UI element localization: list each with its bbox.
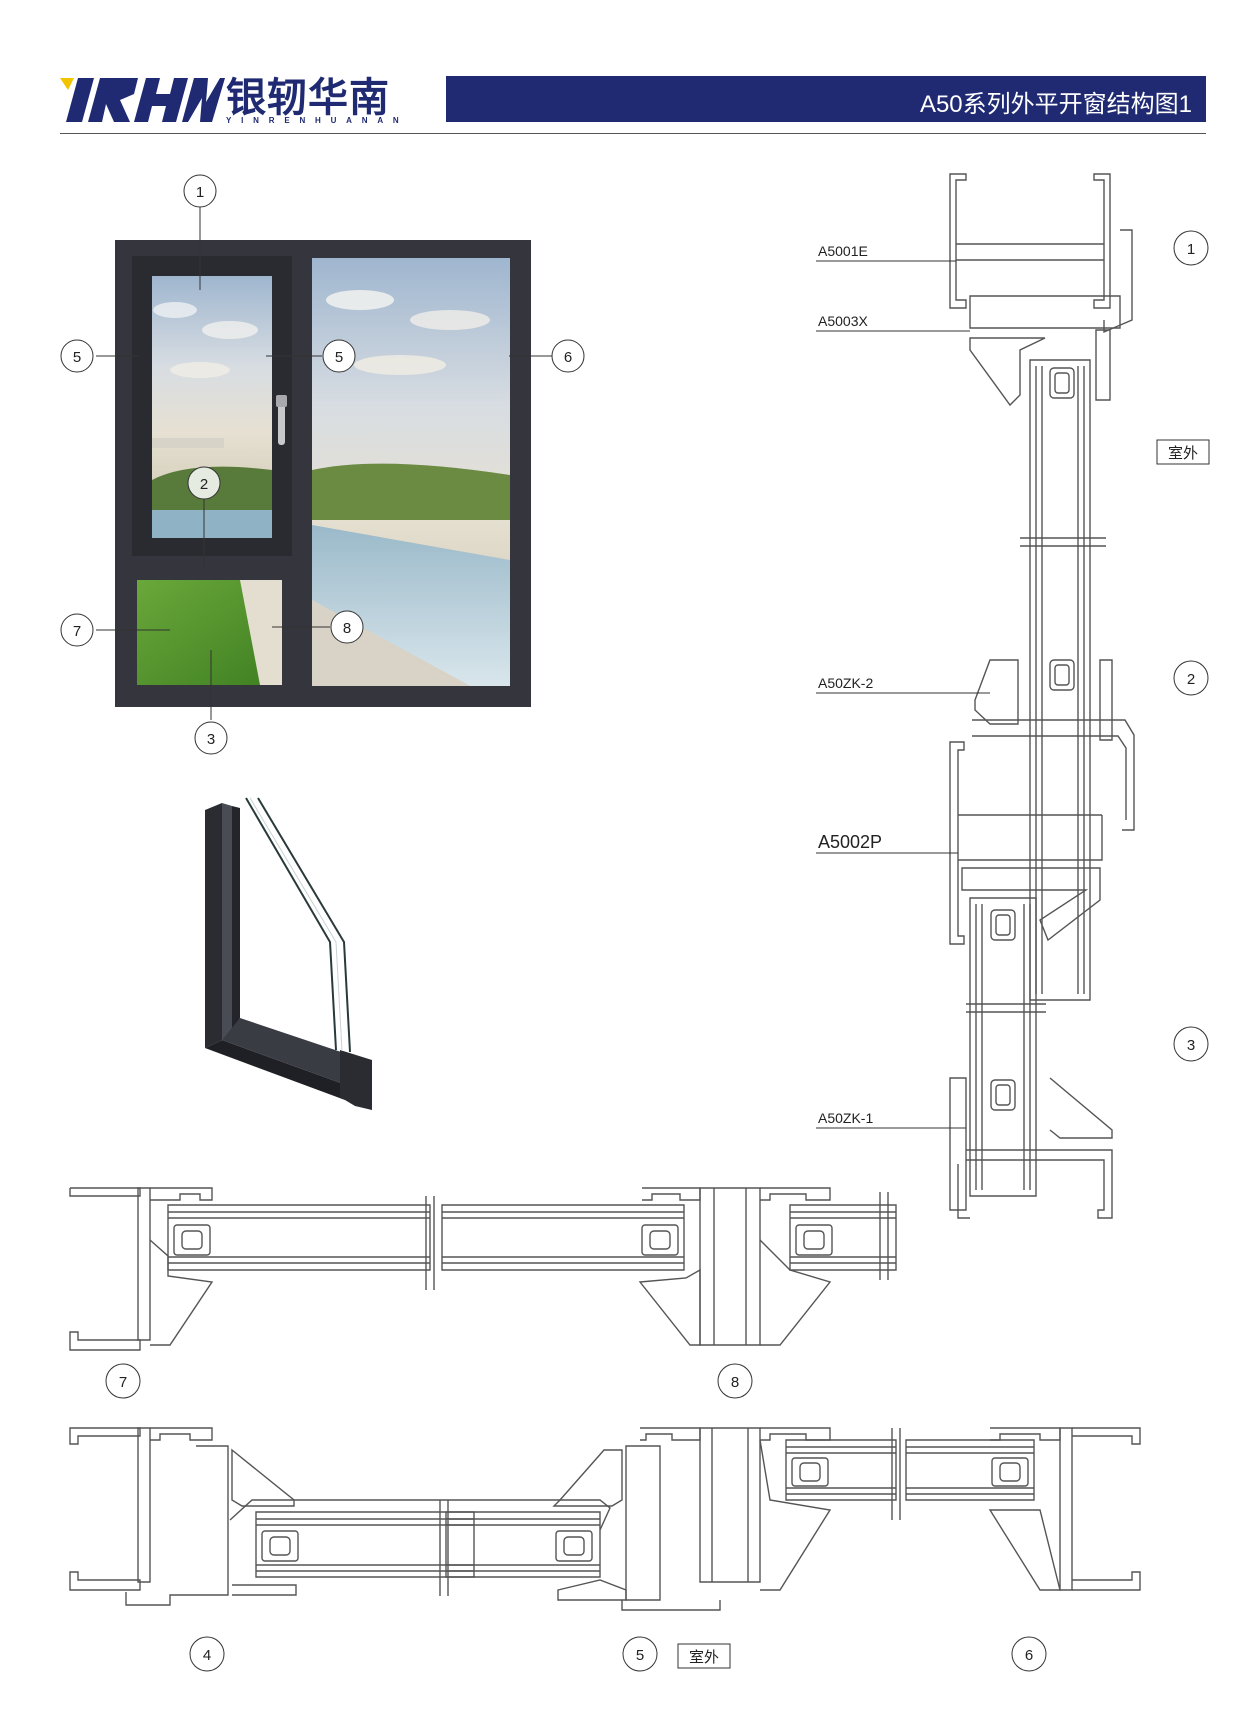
callout-6: 6: [551, 339, 585, 373]
row2-callout-4: 4: [189, 1636, 225, 1672]
svg-text:1: 1: [1187, 241, 1195, 258]
row2-callout-6: 6: [1011, 1636, 1047, 1672]
part-label-a50zk-1: A50ZK-1: [818, 1110, 873, 1126]
callout-8: 8: [330, 610, 364, 644]
horizontal-section-row1: [69, 1187, 897, 1351]
vertical-section-callouts: 1 2 3 室外: [1156, 230, 1210, 1062]
svg-text:5: 5: [335, 349, 343, 366]
brand-name-en: YINRENHUANAN: [226, 116, 409, 125]
page-header: 银轫华南 YINRENHUANAN A50系列外平开窗结构图1: [0, 0, 1258, 140]
svg-text:7: 7: [119, 1374, 127, 1391]
window-callouts: 1 5 5 6 2 7 8 3: [60, 174, 585, 755]
row2-outdoor-label: 室外: [677, 1643, 731, 1669]
callout-2: 2: [187, 466, 221, 500]
callout-7: 7: [60, 613, 94, 647]
part-label-a5001e: A5001E: [818, 243, 868, 259]
row2-callout-5: 5: [622, 1636, 658, 1672]
svg-text:3: 3: [207, 731, 215, 748]
svg-text:室外: 室外: [689, 1649, 719, 1666]
svg-text:6: 6: [564, 349, 572, 366]
callout-5-mid: 5: [322, 339, 356, 373]
title-bar: A50系列外平开窗结构图1: [446, 76, 1206, 122]
svg-text:8: 8: [731, 1374, 739, 1391]
svg-text:4: 4: [203, 1647, 211, 1664]
callout-1: 1: [183, 174, 217, 208]
part-label-a50zk-2: A50ZK-2: [818, 675, 873, 691]
vs-outdoor-label: 室外: [1156, 439, 1210, 465]
vs-callout-2: 2: [1173, 660, 1209, 696]
part-label-a5002p: A5002P: [818, 832, 882, 852]
vs-callout-3: 3: [1173, 1026, 1209, 1062]
transom: [115, 566, 305, 580]
svg-text:7: 7: [73, 623, 81, 640]
svg-text:6: 6: [1025, 1647, 1033, 1664]
svg-text:8: 8: [343, 620, 351, 637]
horizontal-section-row2: [69, 1427, 1141, 1611]
mullion: [292, 240, 312, 707]
callout-5-left: 5: [60, 339, 94, 373]
part-label-a5003x: A5003X: [818, 313, 868, 329]
svg-text:2: 2: [200, 476, 208, 493]
page-title: A50系列外平开窗结构图1: [919, 91, 1192, 118]
window-handle: [278, 395, 285, 445]
header-divider: [60, 133, 1206, 134]
vertical-section: [949, 173, 1135, 1219]
row2-callouts: 4 5 室外 6: [189, 1636, 1047, 1672]
window-elevation: [115, 240, 531, 707]
window-leaders: [96, 207, 552, 720]
svg-text:室外: 室外: [1168, 445, 1198, 462]
svg-text:5: 5: [636, 1647, 644, 1664]
brand-logo-mark: [60, 78, 225, 122]
row1-callout-8: 8: [717, 1363, 753, 1399]
callout-3: 3: [194, 721, 228, 755]
svg-text:1: 1: [196, 184, 204, 201]
brand-name-cn: 银轫华南: [226, 76, 390, 120]
vertical-section-part-labels: A5001E A5003X A50ZK-2 A5002P A50ZK-1: [818, 243, 882, 1126]
svg-text:5: 5: [73, 349, 81, 366]
svg-text:3: 3: [1187, 1037, 1195, 1054]
corner-profile-render: [205, 797, 372, 1110]
vertical-section-leaders: [816, 260, 990, 1129]
row1-callout-7: 7: [105, 1363, 141, 1399]
vs-callout-1: 1: [1173, 230, 1209, 266]
svg-text:2: 2: [1187, 671, 1195, 688]
row1-callouts: 7 8: [105, 1363, 753, 1399]
